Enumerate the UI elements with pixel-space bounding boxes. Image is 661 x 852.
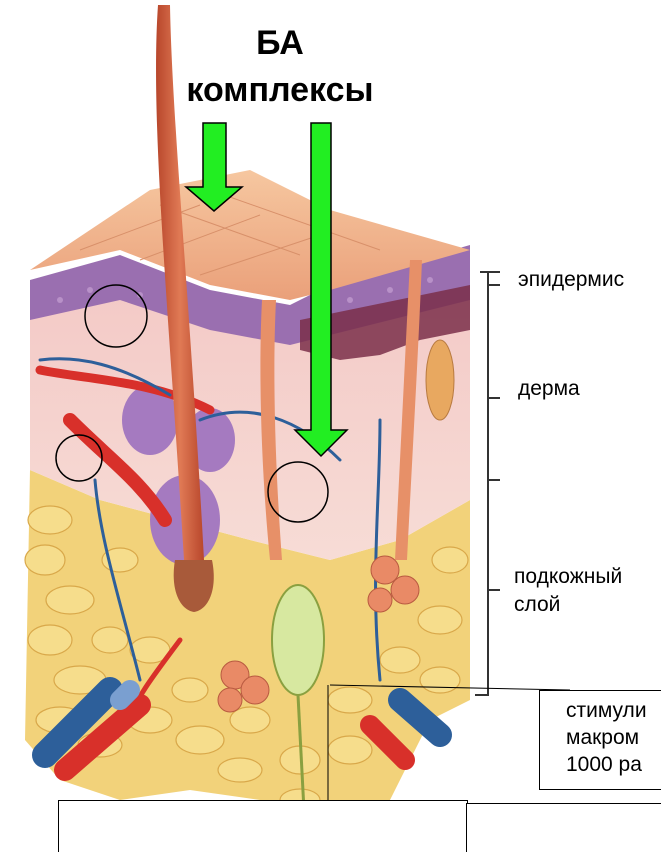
title-line-2: комплексы: [160, 70, 400, 110]
label-dermis: дерма: [518, 375, 580, 402]
callout-line-1: стимули: [540, 691, 661, 724]
callout-line-3: 1000 ра: [540, 751, 661, 778]
layer-bracket: [475, 272, 500, 695]
label-subcutaneous-1: подкожный: [514, 563, 622, 590]
label-subcutaneous-2: слой: [514, 591, 560, 618]
callout-box: стимули макром 1000 ра: [539, 690, 661, 790]
callout-line-2: макром: [540, 724, 661, 751]
label-epidermis: эпидермис: [518, 266, 624, 293]
title-line-1: БА: [160, 23, 400, 63]
empty-box-right: [466, 803, 661, 852]
empty-box-left: [58, 800, 468, 852]
